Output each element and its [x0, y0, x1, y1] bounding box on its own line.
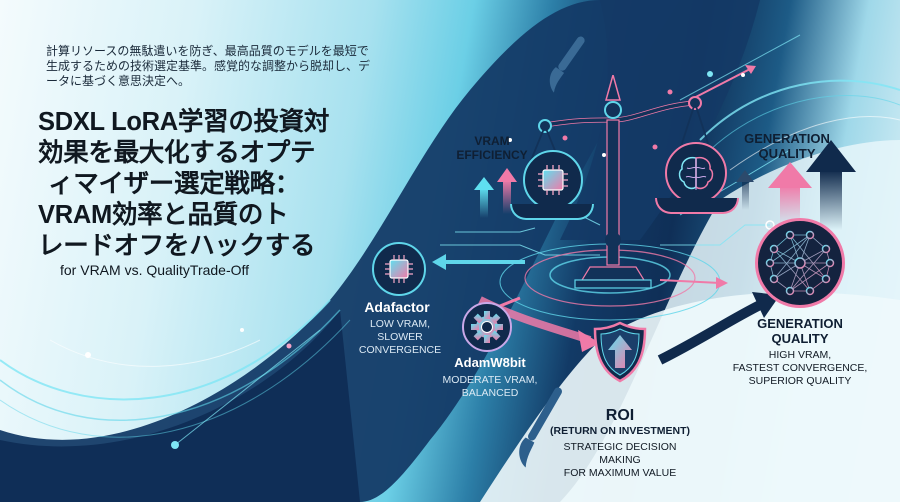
generation-quality-label: GENERATION QUALITY [744, 131, 830, 161]
title-line: ィマイザー選定戦略： [48, 170, 301, 198]
title-line: SDXL LoRA学習の投資対 [38, 108, 330, 136]
adamw8bit-name: AdamW8bit [454, 355, 526, 370]
page-title: SDXL LoRA学習の投資対 効果を最大化するオプテ ィマイザー選定戦略： V… [38, 107, 358, 262]
title-line: 効果を最大化するオプテ [38, 139, 316, 167]
adafactor-name: Adafactor [364, 299, 430, 315]
vram-pan-dish [510, 204, 594, 220]
adamw8bit-badge [462, 302, 512, 352]
vram-pan [523, 150, 583, 210]
vram-efficiency-label: VRAM EFFICIENCY [456, 134, 528, 162]
title-line: レードオフをハックする [38, 232, 316, 260]
adamw8bit-desc: MODERATE VRAM, BALANCED [442, 374, 538, 399]
roi-desc: STRATEGIC DECISION MAKING FOR MAXIMUM VA… [563, 441, 677, 479]
page-subtitle: for VRAM vs. QualityTrade-Off [60, 262, 250, 278]
balance-scale-icon [524, 75, 716, 289]
adafactor-badge [372, 242, 426, 296]
neural-network-badge [755, 218, 845, 308]
chip-icon [385, 255, 413, 283]
title-line: VRAM効率と品質のト [38, 201, 289, 229]
roi-title: ROI [605, 407, 635, 424]
neural-network-icon [765, 230, 835, 296]
chip-icon [538, 165, 568, 195]
quality-pan [665, 142, 727, 204]
intro-text: 計算リソースの無駄遣いを防ぎ、最高品質のモデルを最短で生成するための技術選定基準… [46, 44, 371, 88]
quality-pan-dish [655, 198, 739, 214]
paintbrush-icon [549, 36, 585, 93]
shield-arrow-icon [593, 321, 647, 383]
generation-quality-name: GENERATION QUALITY [757, 316, 843, 346]
generation-quality-desc: HIGH VRAM, FASTEST CONVERGENCE, SUPERIOR… [732, 349, 868, 387]
paintbrush-icon [519, 387, 562, 468]
adafactor-desc: LOW VRAM, SLOWER CONVERGENCE [358, 318, 442, 356]
brain-icon [678, 156, 714, 190]
roi-subtitle: (RETURN ON INVESTMENT) [550, 425, 690, 437]
gear-icon [471, 311, 503, 343]
